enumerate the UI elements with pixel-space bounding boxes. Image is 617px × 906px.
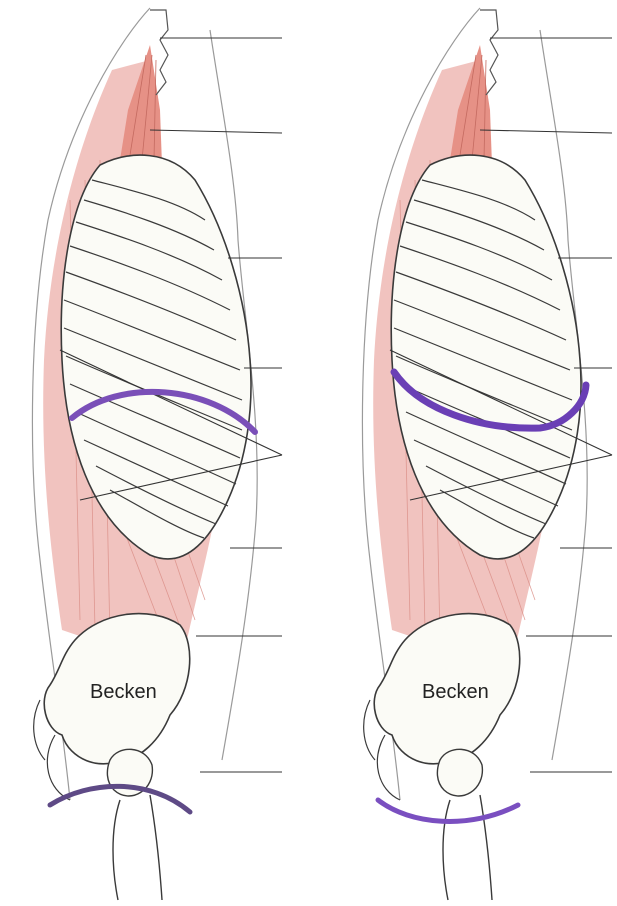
pelvis-label-left: Becken: [90, 681, 157, 703]
pelvis-label-right: Becken: [422, 681, 489, 703]
panel-right: Becken: [362, 8, 612, 900]
panel-left: Becken: [32, 8, 282, 900]
belt-lower-right: [378, 800, 518, 821]
